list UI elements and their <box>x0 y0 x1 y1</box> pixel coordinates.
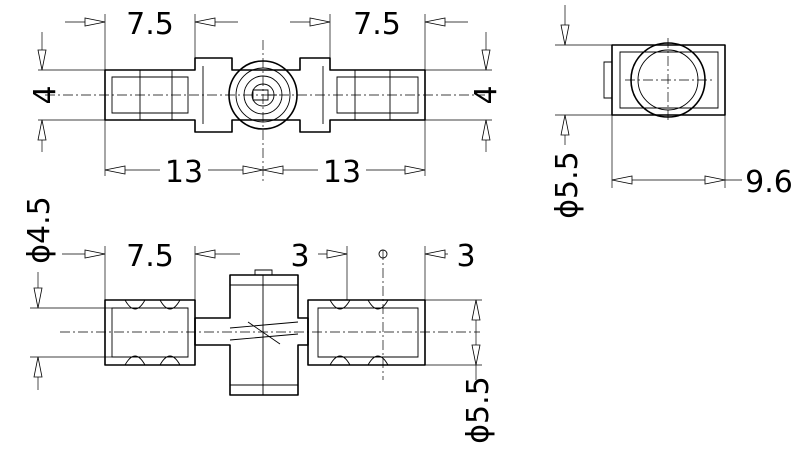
dim-top-left-span: 13 <box>165 155 203 190</box>
dim-bottom-gap-right: 3 <box>456 239 475 274</box>
dim-top-left-height: 4 <box>28 85 63 104</box>
top-view: 7.5 7.5 4 4 13 13 <box>28 7 504 190</box>
side-view-dimension-labels: ϕ5.5 9.6 <box>550 151 793 219</box>
bottom-view-extension-lines <box>30 246 482 366</box>
side-view: ϕ5.5 9.6 <box>550 5 793 219</box>
dim-top-right-span: 13 <box>323 155 361 190</box>
dim-top-right-height: 4 <box>469 85 504 104</box>
dim-top-left-width: 7.5 <box>126 7 174 42</box>
bottom-view-centerlines <box>60 250 480 380</box>
bottom-view-dimension-lines <box>33 249 481 390</box>
side-view-extension-lines <box>555 44 726 188</box>
top-view-extension-lines <box>38 14 492 176</box>
dim-top-right-width: 7.5 <box>353 7 401 42</box>
bottom-view: ϕ4.5 7.5 3 3 ϕ5.5 <box>22 196 496 444</box>
bottom-view-dimension-labels: ϕ4.5 7.5 3 3 ϕ5.5 <box>22 196 496 444</box>
top-view-centerlines <box>45 40 485 182</box>
bottom-view-outline <box>104 269 426 396</box>
dim-bottom-gap-left: 3 <box>290 239 309 274</box>
top-view-dimension-lines <box>37 17 491 175</box>
top-view-dimension-labels: 7.5 7.5 4 4 13 13 <box>28 7 504 190</box>
dim-bottom-diameter-left: ϕ4.5 <box>22 196 57 264</box>
dim-bottom-diameter-right: ϕ5.5 <box>461 376 496 444</box>
dim-side-width: 9.6 <box>745 165 793 200</box>
dim-side-diameter: ϕ5.5 <box>550 151 585 219</box>
dim-bottom-width: 7.5 <box>126 239 174 274</box>
side-view-dimension-lines <box>560 5 742 185</box>
side-view-centerlines <box>625 38 712 122</box>
